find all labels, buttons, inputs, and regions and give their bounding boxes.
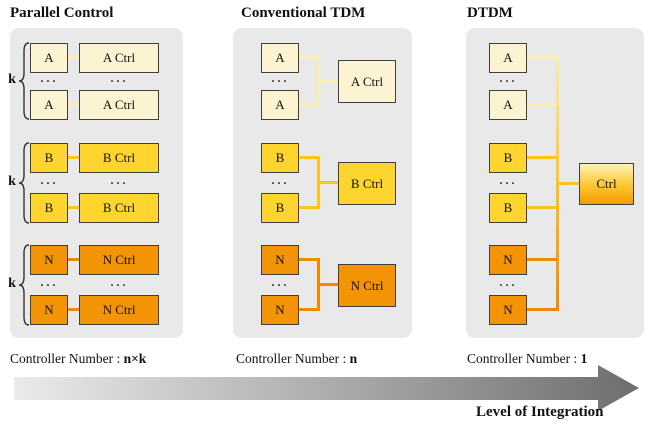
connector-line — [299, 103, 317, 106]
device-box-a: A — [261, 43, 299, 73]
caption-value: n — [349, 351, 358, 366]
device-box-b: B — [489, 193, 527, 223]
trunk-bus-line — [556, 56, 559, 311]
ellipsis: ··· — [270, 176, 290, 190]
ellipsis: ··· — [498, 278, 518, 292]
caption-value: 1 — [580, 351, 588, 366]
device-box-n: N — [489, 295, 527, 325]
connector-line — [299, 56, 317, 59]
ellipsis: ··· — [39, 176, 59, 190]
caption-prefix: Controller Number : — [467, 351, 581, 366]
connector-line — [68, 258, 79, 261]
device-box-n: N — [261, 295, 299, 325]
device-box-a: A — [30, 90, 68, 120]
ellipsis: ··· — [109, 74, 129, 88]
controller-box-b: B Ctrl — [338, 162, 396, 205]
k-label: k — [8, 276, 16, 291]
connector-line — [68, 308, 79, 311]
connector-line — [299, 206, 317, 209]
ellipsis: ··· — [39, 278, 59, 292]
controller-box-b: B Ctrl — [79, 143, 159, 173]
k-brace — [18, 42, 30, 120]
connector-line — [299, 308, 317, 311]
ellipsis: ··· — [270, 278, 290, 292]
k-brace — [18, 142, 30, 224]
panel1-caption: Controller Number : n×k — [10, 351, 146, 367]
branch-line — [527, 156, 557, 159]
branch-line — [527, 258, 557, 261]
device-box-a: A — [489, 43, 527, 73]
ellipsis: ··· — [498, 74, 518, 88]
connector-line — [317, 80, 338, 83]
controller-box-b: B Ctrl — [79, 193, 159, 223]
device-box-b: B — [30, 143, 68, 173]
connector-line — [299, 258, 317, 261]
branch-line — [527, 103, 557, 106]
k-label: k — [8, 174, 16, 189]
k-label: k — [8, 72, 16, 87]
caption-prefix: Controller Number : — [236, 351, 350, 366]
dtdm-panel: A ··· A B ··· B N ··· N Ctrl — [466, 28, 644, 338]
integration-arrow — [14, 365, 639, 411]
connector-line — [68, 156, 79, 159]
branch-line — [527, 56, 557, 59]
panel1-title: Parallel Control — [10, 5, 114, 21]
controller-box-n: N Ctrl — [79, 295, 159, 325]
ellipsis: ··· — [39, 74, 59, 88]
controller-box-a: A Ctrl — [338, 60, 396, 103]
panel2-caption: Controller Number : n — [236, 351, 357, 367]
connector-line — [317, 181, 338, 184]
device-box-n: N — [261, 245, 299, 275]
ellipsis: ··· — [270, 74, 290, 88]
device-box-n: N — [30, 245, 68, 275]
connector-line — [299, 156, 317, 159]
device-box-a: A — [30, 43, 68, 73]
caption-prefix: Controller Number : — [10, 351, 124, 366]
connector-line — [68, 206, 79, 209]
ellipsis: ··· — [498, 176, 518, 190]
device-box-b: B — [261, 143, 299, 173]
ellipsis: ··· — [109, 278, 129, 292]
controller-box-n: N Ctrl — [338, 264, 396, 307]
panel2-title: Conventional TDM — [241, 5, 366, 21]
integration-arrow-label: Level of Integration — [476, 404, 604, 420]
parallel-control-panel: k k k A A Ctrl ··· ··· A A Ctrl B B Ctrl… — [8, 28, 183, 338]
connector-line — [68, 103, 79, 106]
connector-line — [317, 283, 338, 286]
panel3-caption: Controller Number : 1 — [467, 351, 587, 367]
controller-box-a: A Ctrl — [79, 90, 159, 120]
ctrl-connector-line — [558, 182, 579, 185]
device-box-n: N — [30, 295, 68, 325]
controller-box-n: N Ctrl — [79, 245, 159, 275]
conventional-tdm-panel: A ··· A A Ctrl B ··· B B Ctrl N ··· N N … — [233, 28, 412, 338]
branch-line — [527, 206, 557, 209]
panel3-title: DTDM — [467, 5, 513, 21]
device-box-b: B — [30, 193, 68, 223]
device-box-a: A — [489, 90, 527, 120]
branch-line — [527, 308, 557, 311]
k-brace — [18, 244, 30, 326]
controller-box-a: A Ctrl — [79, 43, 159, 73]
controller-box-single: Ctrl — [579, 163, 634, 205]
device-box-n: N — [489, 245, 527, 275]
connector-line — [68, 56, 79, 59]
device-box-b: B — [261, 193, 299, 223]
ellipsis: ··· — [109, 176, 129, 190]
caption-value: n×k — [123, 351, 147, 366]
device-box-a: A — [261, 90, 299, 120]
device-box-b: B — [489, 143, 527, 173]
